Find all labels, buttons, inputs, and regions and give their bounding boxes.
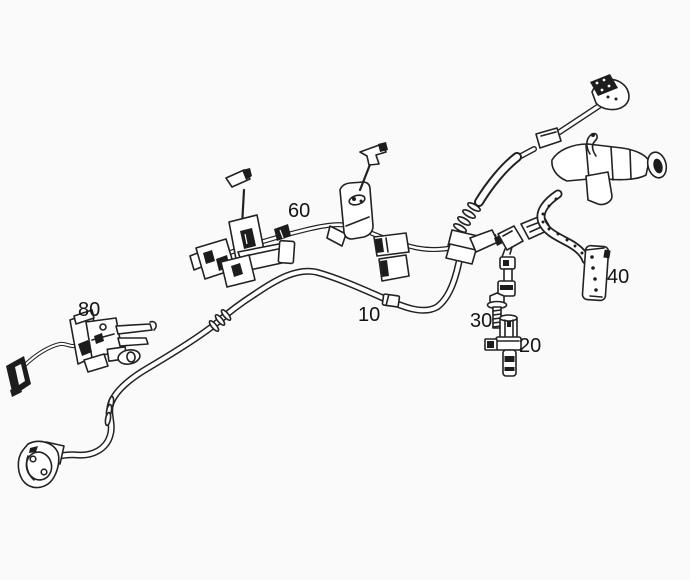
sensor-20 [484, 314, 522, 377]
callout-label-40: 40 [607, 266, 629, 288]
bracket-40 [536, 189, 611, 302]
harness-60 [189, 142, 497, 288]
top-connector [590, 74, 630, 111]
fuel-line-10 [38, 248, 465, 469]
harness-arm [551, 132, 668, 206]
callout-label-80: 80 [78, 299, 100, 321]
callout-label-20: 20 [519, 335, 541, 357]
small-valve-part [497, 256, 516, 297]
bracket-80 [6, 309, 157, 397]
harness-clamp [469, 214, 552, 258]
callout-label-10: 10 [358, 304, 380, 326]
upper-harness [445, 74, 668, 265]
tube-rib-collar [104, 395, 115, 427]
tube-rib-collar [208, 308, 232, 333]
round-connector [17, 440, 65, 489]
callout-label-60: 60 [288, 200, 310, 222]
bolt-30 [486, 292, 508, 329]
callout-label-30: 30 [470, 310, 492, 332]
